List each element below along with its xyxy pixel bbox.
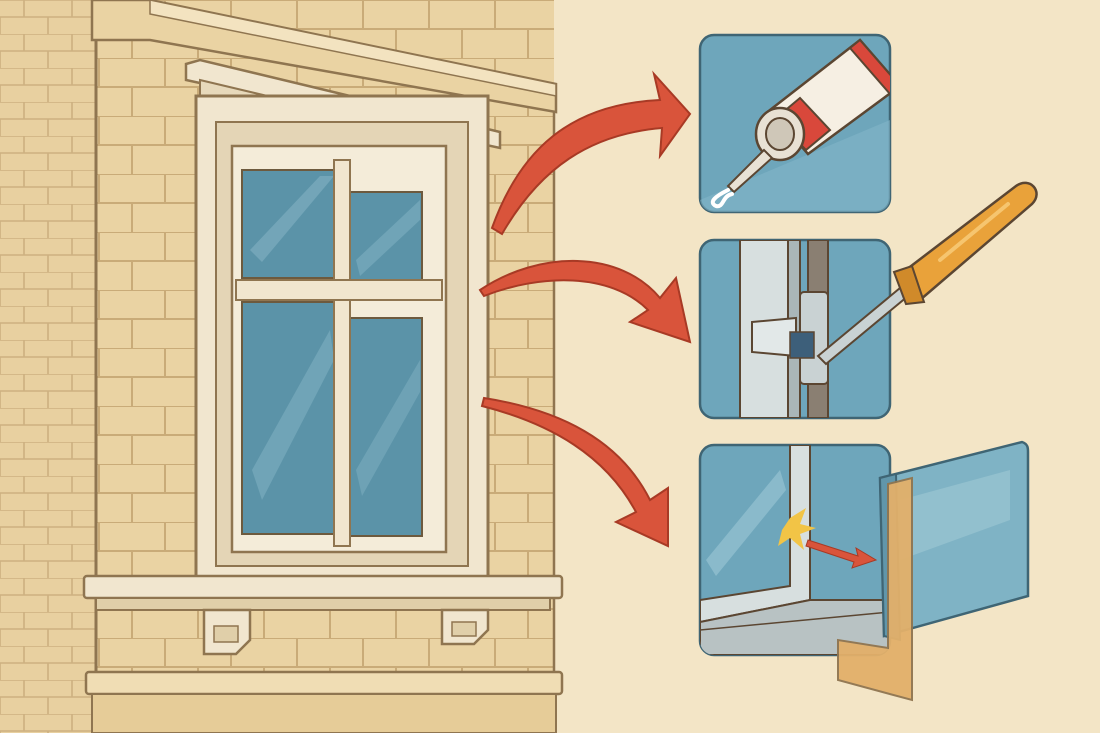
weatherstrip-film-icon [837,440,1030,702]
arrow-to-caulk [490,70,692,236]
arrow-to-seal [480,396,669,548]
seal-panel [698,440,1030,702]
caulk-panel [698,33,892,214]
window-panes [241,169,423,537]
arrow-to-screwdriver [478,259,692,344]
caulk-tube-icon [710,38,890,209]
screwdriver-icon [816,181,1038,366]
window [82,58,564,656]
pointer-arrows [478,70,692,548]
hinge-panel [698,181,1038,420]
